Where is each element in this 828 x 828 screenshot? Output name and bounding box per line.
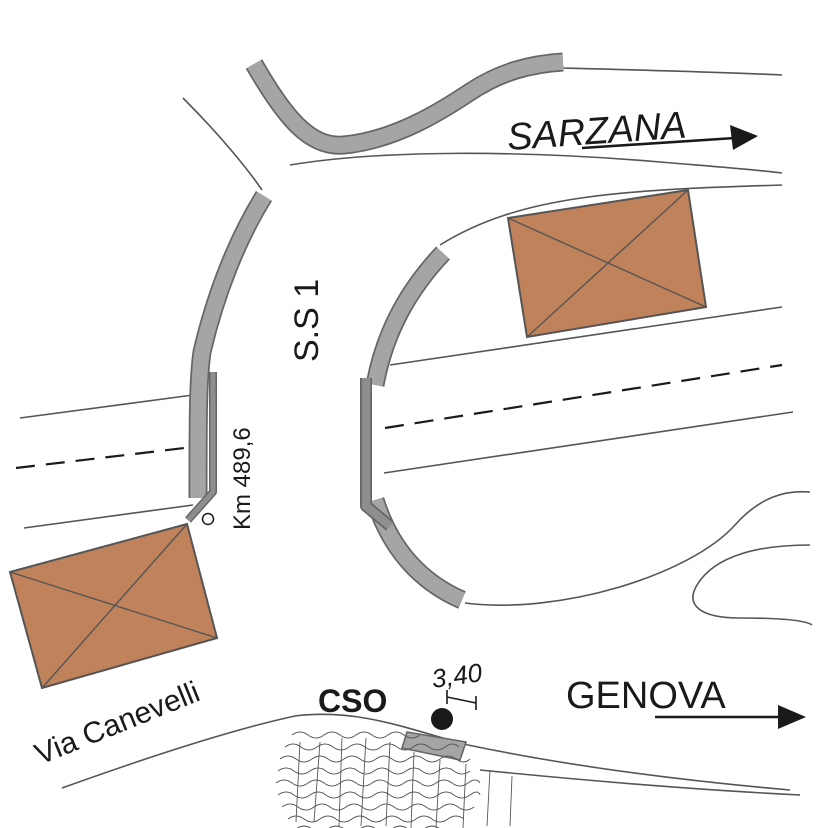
loop-inner	[692, 544, 813, 626]
hatch-line	[279, 755, 471, 763]
wall-left-tail-fill	[186, 372, 216, 522]
road-bottom-right	[479, 769, 801, 796]
road-edge-top-left	[182, 97, 263, 191]
wall-right-upper-fill	[367, 247, 449, 387]
hatch-line	[284, 743, 460, 751]
embankment-hatching	[275, 731, 513, 828]
building-lower-left-body	[8, 522, 219, 690]
label-road-ss1: S.S 1	[288, 279, 326, 362]
building-lower-left-diag-2	[41, 523, 188, 689]
cso-station-icon	[431, 708, 453, 730]
side-road-right-bottom	[383, 411, 794, 474]
building-upper-right-diag-2	[526, 189, 689, 338]
side-road-left-bottom	[23, 504, 194, 529]
building-lower-left	[8, 522, 219, 690]
genova-arrow-icon	[655, 705, 806, 729]
dashed-center-lines	[15, 363, 783, 470]
distance-marker-icon	[446, 690, 477, 710]
road-edge-top-right	[561, 67, 783, 76]
label-km: Km 489,6	[229, 427, 256, 530]
building-upper-right	[506, 188, 708, 339]
dashed-line-right	[384, 363, 783, 430]
hatch-line	[287, 815, 465, 823]
sarzana-arrow-icon	[581, 125, 758, 150]
label-genova: GENOVA	[566, 675, 726, 717]
dashed-line-left	[15, 445, 194, 470]
label-sarzana: SARZANA	[506, 105, 688, 159]
wall-left-long-fill	[190, 191, 271, 499]
wall-top-curve-fill	[247, 54, 564, 153]
hatch-line	[275, 779, 481, 787]
side-road-left-top	[19, 394, 194, 419]
wall-right-mid-fill	[361, 378, 393, 530]
hatch-line	[291, 731, 421, 739]
km-marker-icon	[201, 512, 215, 526]
label-via-canevelli: Via Canevelli	[30, 676, 204, 772]
label-distance: 3,40	[430, 657, 485, 694]
side-road-right-top	[389, 306, 783, 366]
loop-outer	[464, 490, 811, 606]
hatch-vertical	[295, 737, 513, 828]
road-edge-right-curve	[439, 184, 783, 246]
wall-cso	[400, 731, 468, 761]
road-edge-upper-curve	[289, 152, 783, 174]
building-lower-left-diag-1	[9, 571, 218, 639]
building-upper-right-diag-1	[507, 217, 707, 308]
hatch-line	[296, 825, 440, 828]
hatch-line	[277, 791, 481, 799]
label-cso: CSO	[318, 683, 387, 719]
hatch-line	[277, 767, 471, 775]
hatch-line	[281, 803, 475, 811]
walls	[185, 52, 564, 609]
terrain-outlines	[19, 67, 813, 796]
via-canevelli-bottom	[61, 713, 791, 791]
